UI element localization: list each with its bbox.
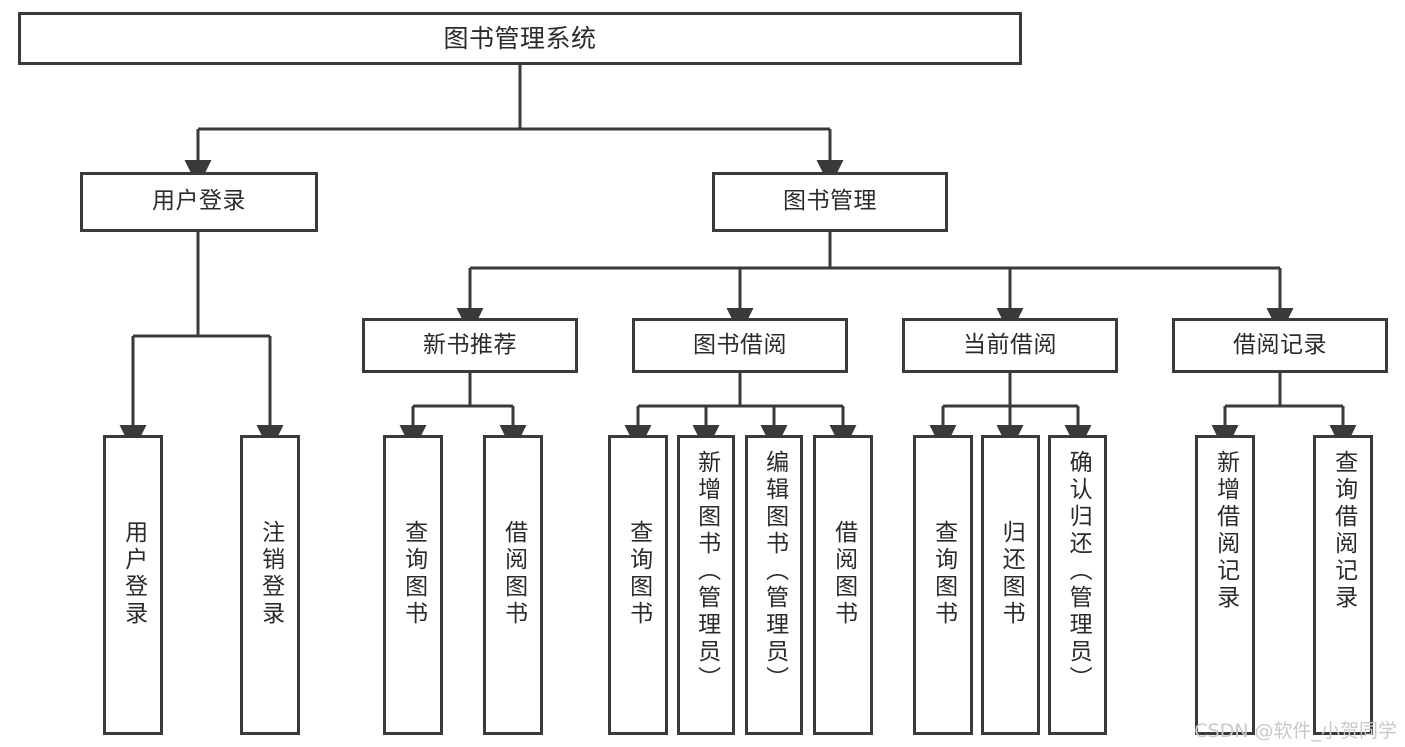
node-user-login-label: 用户登录 xyxy=(152,188,246,215)
node-new-book-recommend-label: 新书推荐 xyxy=(423,331,517,358)
leaf-confirm-return-label: 确认归还（管理员） xyxy=(1065,450,1092,693)
leaf-query-book-1-label: 查询图书 xyxy=(400,520,427,628)
leaf-query-book-3-label: 查询图书 xyxy=(930,520,957,628)
leaf-user-login-label: 用户登录 xyxy=(120,520,147,628)
leaf-query-book-2[interactable]: 查询图书 xyxy=(608,435,668,735)
leaf-add-record[interactable]: 新增借阅记录 xyxy=(1195,435,1255,735)
leaf-query-book-1[interactable]: 查询图书 xyxy=(383,435,443,735)
leaf-return-book-label: 归还图书 xyxy=(998,520,1025,628)
node-current-borrow[interactable]: 当前借阅 xyxy=(902,318,1118,373)
node-book-borrow-label: 图书借阅 xyxy=(693,331,787,358)
leaf-query-record[interactable]: 查询借阅记录 xyxy=(1313,435,1373,735)
node-new-book-recommend[interactable]: 新书推荐 xyxy=(362,318,578,373)
leaf-user-login[interactable]: 用户登录 xyxy=(103,435,163,735)
node-book-borrow[interactable]: 图书借阅 xyxy=(632,318,848,373)
node-borrow-record-label: 借阅记录 xyxy=(1233,331,1327,358)
leaf-query-book-2-label: 查询图书 xyxy=(625,520,652,628)
leaf-logout[interactable]: 注销登录 xyxy=(240,435,300,735)
leaf-edit-book[interactable]: 编辑图书（管理员） xyxy=(745,435,803,735)
node-book-manage[interactable]: 图书管理 xyxy=(712,172,948,232)
leaf-borrow-book-1[interactable]: 借阅图书 xyxy=(483,435,543,735)
leaf-borrow-book-2[interactable]: 借阅图书 xyxy=(813,435,873,735)
node-borrow-record[interactable]: 借阅记录 xyxy=(1172,318,1388,373)
leaf-query-book-3[interactable]: 查询图书 xyxy=(913,435,973,735)
leaf-confirm-return[interactable]: 确认归还（管理员） xyxy=(1048,435,1107,735)
node-user-login[interactable]: 用户登录 xyxy=(80,172,318,232)
leaf-add-book[interactable]: 新增图书（管理员） xyxy=(677,435,735,735)
node-root[interactable]: 图书管理系统 xyxy=(18,12,1022,65)
node-book-manage-label: 图书管理 xyxy=(783,188,877,215)
leaf-logout-label: 注销登录 xyxy=(257,520,284,628)
leaf-borrow-book-1-label: 借阅图书 xyxy=(500,520,527,628)
node-root-label: 图书管理系统 xyxy=(443,23,597,53)
leaf-query-record-label: 查询借阅记录 xyxy=(1330,450,1357,612)
leaf-add-book-label: 新增图书（管理员） xyxy=(693,450,720,693)
leaf-borrow-book-2-label: 借阅图书 xyxy=(830,520,857,628)
leaf-return-book[interactable]: 归还图书 xyxy=(981,435,1040,735)
leaf-edit-book-label: 编辑图书（管理员） xyxy=(761,450,788,693)
leaf-add-record-label: 新增借阅记录 xyxy=(1212,450,1239,612)
csdn-watermark: CSDN @软件_小贺同学 xyxy=(1194,720,1397,742)
node-current-borrow-label: 当前借阅 xyxy=(963,331,1057,358)
